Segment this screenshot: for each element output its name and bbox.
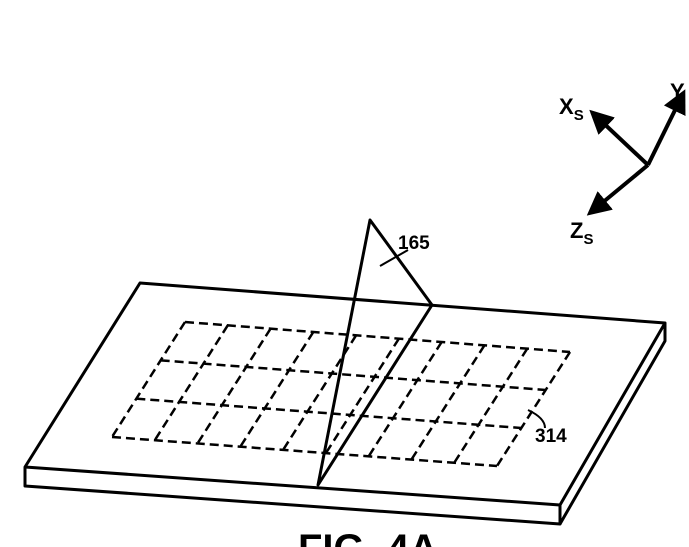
grid-column-line: [453, 347, 529, 464]
plane-165: [316, 218, 434, 487]
label-165: 165: [398, 233, 430, 254]
y-axis-arrow: [646, 89, 686, 166]
grid-row-line: [136, 397, 522, 430]
grid-column-line: [495, 351, 572, 467]
grid-column-line: [196, 327, 272, 445]
grid-column-line: [410, 344, 486, 461]
grid-column-line: [110, 321, 187, 438]
grid-column-line: [153, 324, 229, 441]
axis-label-y: Y: [670, 79, 685, 104]
grid-row-line: [184, 320, 571, 354]
axis-label-z: ZS: [570, 218, 593, 248]
slab-top-face: [23, 281, 667, 507]
slab-front-face: [23, 467, 562, 526]
grid-row-line: [160, 359, 546, 392]
grid-column-line: [239, 331, 315, 448]
leader-314: [527, 409, 546, 429]
substrate-slab: [23, 281, 667, 526]
grid-column-line: [324, 337, 400, 454]
figure-caption: FIG. 4A: [298, 527, 438, 547]
grid-row-line: [111, 435, 498, 468]
grid-column-line: [367, 341, 443, 458]
zs-axis-arrow: [586, 163, 650, 216]
label-314: 314: [535, 426, 567, 447]
coordinate-axes: [586, 89, 686, 216]
slab-side-face: [558, 323, 667, 525]
xs-axis-arrow: [589, 109, 650, 167]
axis-label-x: XS: [559, 94, 584, 124]
leader-165: [379, 249, 409, 267]
